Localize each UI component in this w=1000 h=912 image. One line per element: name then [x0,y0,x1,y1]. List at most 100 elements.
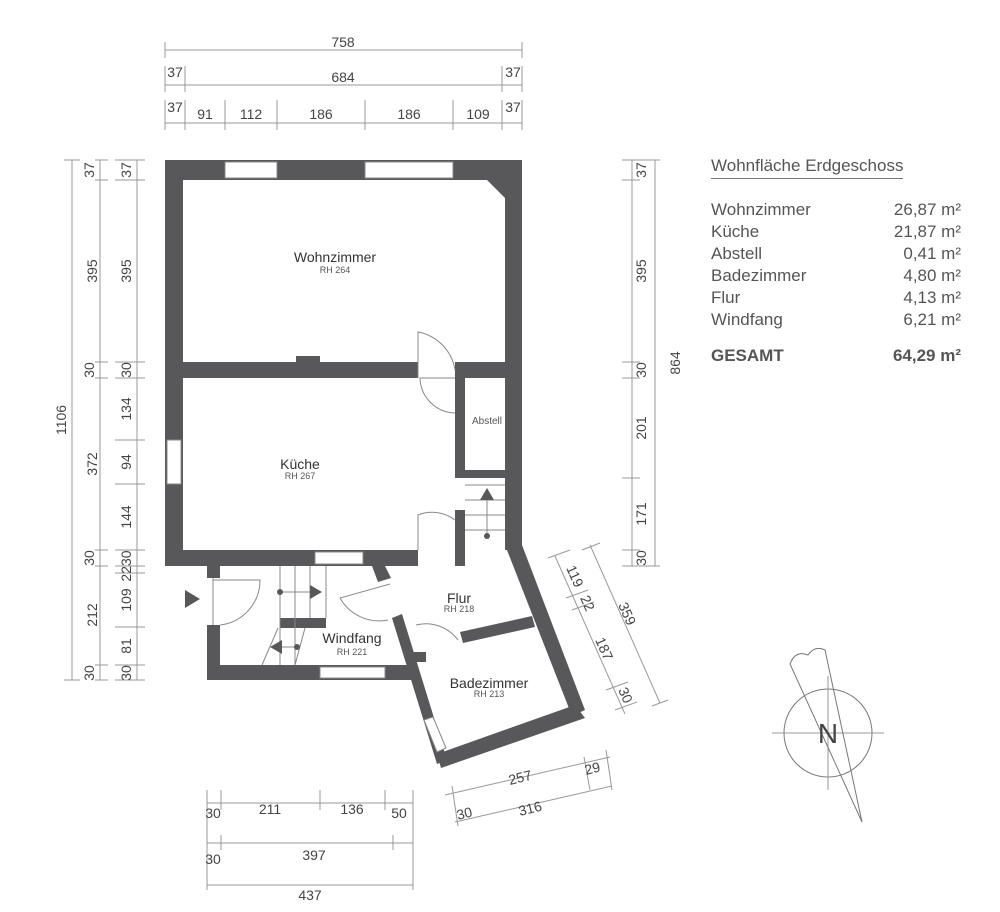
dim-label: 29 [583,759,602,778]
dim-label: 186 [309,106,333,122]
walls [165,160,585,768]
legend-title: Wohnfläche Erdgeschoss [711,156,904,179]
dim-label: 211 [259,801,282,817]
dim-label: 109 [118,588,134,612]
room-name: Abstell [711,244,763,263]
room-height: RH 213 [474,689,505,699]
dim-label: 112 [240,106,263,122]
legend-row: Flur 4,13 m² [711,287,961,309]
dim-label: 30 [205,805,221,821]
dim-label: 30 [455,804,474,823]
dim-label: 22 [577,593,598,614]
room-height: RH 221 [337,647,368,657]
room-height: RH 218 [444,604,475,614]
room-area: 26,87 m² [893,200,961,219]
room-height: RH 267 [285,471,316,481]
room-area: 0,41 m² [903,244,961,263]
dim-label: 144 [118,505,134,529]
compass-icon: N [772,647,884,823]
legend-row: Windfang 6,21 m² [711,309,961,331]
dim-label: 187 [592,635,616,663]
dim-label: 395 [118,259,134,283]
stair-arrow-icon [270,640,282,654]
dim-label: 109 [466,106,490,122]
dim-label: 37 [81,162,97,178]
dim-label: 81 [118,638,134,654]
total-area: 64,29 m² [892,346,961,365]
dim-label: 94 [118,454,134,470]
dim-label: 257 [507,767,534,788]
dim-label: 359 [615,600,639,628]
legend-total: GESAMT 64,29 m² [711,345,961,367]
dim-label: 37 [167,64,183,80]
stair-arrow-icon [480,488,494,500]
dim-label: 758 [331,34,355,50]
dim-label: 30 [81,550,97,566]
bottom-left-dimensions: 30 211 136 50 30 397 437 [205,790,414,903]
dim-label: 437 [298,887,322,903]
room-name: Abstell [472,416,502,427]
room-name: Badezimmer [450,675,529,691]
dim-label: 397 [302,847,326,863]
dim-label: 30 [81,362,97,378]
dim-label: 30 [81,665,97,681]
room-name: Badezimmer [711,266,807,285]
dim-label: 30 [205,851,221,867]
room-labels: Wohnzimmer RH 264 Küche RH 267 Abstell F… [280,249,528,699]
right-dimensions: 864 37 395 30 201 171 30 [622,159,683,567]
dim-label: 186 [397,106,421,122]
stair-arrow-icon [310,585,322,599]
legend-row: Abstell 0,41 m² [711,243,961,265]
total-label: GESAMT [711,346,784,365]
dim-label: 37 [118,162,134,178]
dim-label: 316 [517,798,544,819]
room-area: 4,13 m² [903,288,961,307]
dim-label: 37 [633,162,649,178]
room-name: Windfang [322,630,381,646]
dim-label: 37 [505,64,521,80]
dim-label: 30 [118,665,134,681]
dim-label: 212 [84,603,100,627]
dim-label: 2230 [118,550,134,581]
dim-label: 201 [633,416,649,440]
bottom-right-dimensions: 257 29 30 316 [444,749,613,827]
room-area: 6,21 m² [903,310,961,329]
dim-label: 136 [340,801,364,817]
room-name: Wohnzimmer [294,249,377,265]
dim-label: 395 [84,259,100,283]
legend-row: Küche 21,87 m² [711,221,961,243]
room-name: Wohnzimmer [711,200,811,219]
dim-label: 171 [633,502,649,526]
room-name: Windfang [711,310,783,329]
dim-label: 684 [331,69,355,85]
entrance-arrow-icon [185,590,200,608]
dim-label: 1106 [53,405,69,435]
windows [166,161,454,753]
dim-label: 30 [615,685,636,706]
dim-label: 372 [84,452,100,476]
room-height: RH 264 [320,265,351,275]
room-name: Flur [711,288,741,307]
dim-label: 30 [633,550,649,566]
dim-label: 119 [563,563,587,590]
dim-label: 30 [633,362,649,378]
dim-label: 30 [118,362,134,378]
compass-north-label: N [818,718,838,749]
room-area: 4,80 m² [903,266,961,285]
dim-label: 864 [667,351,683,375]
room-area: 21,87 m² [893,222,961,241]
top-dimensions: 758 37 684 37 37 91 112 186 186 109 37 [164,34,523,130]
left-dimensions: 1106 37 395 30 372 30 212 30 37 395 30 1… [53,159,145,681]
area-legend: Wohnfläche Erdgeschoss Wohnzimmer 26,87 m… [711,156,961,367]
room-name: Küche [280,456,320,472]
dim-label: 395 [633,259,649,283]
dim-label: 91 [197,106,213,122]
dim-label: 134 [118,397,134,421]
room-name: Flur [447,590,471,606]
room-name: Küche [711,222,760,241]
dim-label: 37 [505,99,521,115]
legend-row: Wohnzimmer 26,87 m² [711,199,961,221]
doors-and-stairs [185,331,505,666]
legend-row: Badezimmer 4,80 m² [711,265,961,287]
